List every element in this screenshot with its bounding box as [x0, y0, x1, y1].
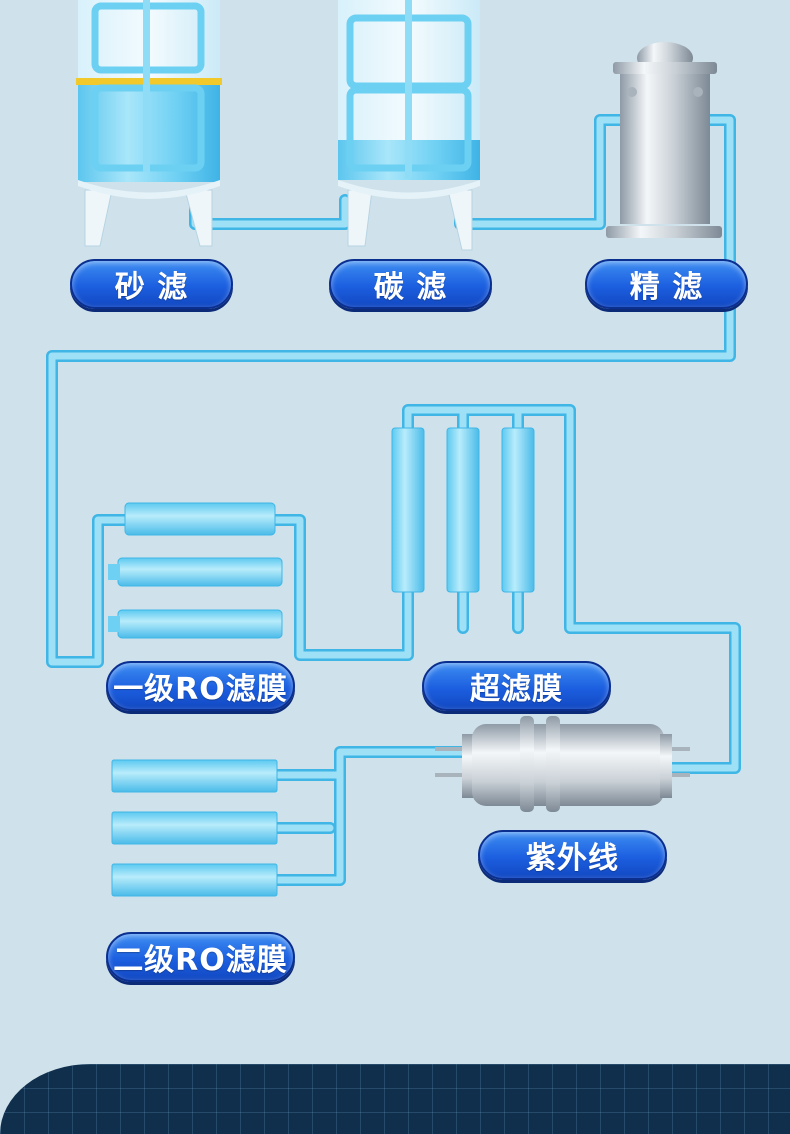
- sand-filter-label-text: 砂 滤: [114, 270, 189, 305]
- uv-sterilizer: [435, 716, 690, 812]
- ro-stage1-membranes: [108, 502, 283, 639]
- footer-grid-pattern: [0, 1064, 790, 1134]
- ultrafiltration-label-text: 超滤膜: [470, 672, 563, 707]
- precision-filter-housing: [606, 42, 722, 238]
- ultrafiltration-label: 超滤膜: [422, 661, 611, 711]
- ro-stage2-membranes: [111, 759, 278, 897]
- sand-filter-label: 砂 滤: [70, 259, 233, 309]
- carbon-filter-label: 碳 滤: [329, 259, 492, 309]
- ro-stage1-label: 一级RO滤膜: [106, 661, 295, 711]
- uv-label-text: 紫外线: [526, 841, 619, 876]
- precision-filter-label-text: 精 滤: [629, 270, 704, 305]
- ro-stage2-label-text: 二级RO滤膜: [113, 943, 288, 978]
- sand-filter-tank: [76, 0, 222, 247]
- footer-panel: [0, 1064, 790, 1134]
- uv-label: 紫外线: [478, 830, 667, 880]
- carbon-filter-tank: [338, 0, 480, 251]
- ro-stage2-label: 二级RO滤膜: [106, 932, 295, 982]
- ultrafiltration-columns: [391, 427, 535, 593]
- precision-filter-label: 精 滤: [585, 259, 748, 309]
- ro-stage1-label-text: 一级RO滤膜: [113, 672, 288, 707]
- carbon-filter-label-text: 碳 滤: [373, 270, 448, 305]
